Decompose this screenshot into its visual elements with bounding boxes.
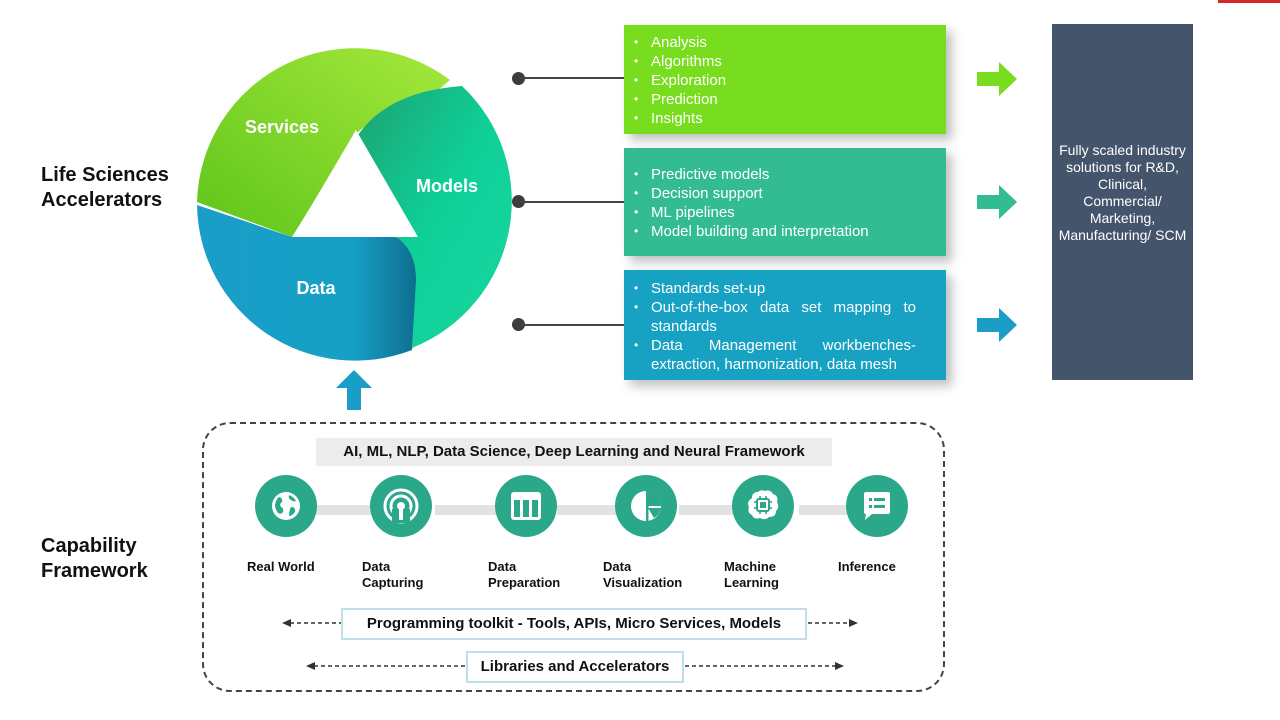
box1-item: Analysis xyxy=(624,33,946,52)
capability-container xyxy=(202,422,945,692)
accent-bar xyxy=(1218,0,1280,3)
framework-label: AI, ML, NLP, Data Science, Deep Learning… xyxy=(316,438,832,466)
box1-item: Insights xyxy=(624,109,946,128)
box2-item: ML pipelines xyxy=(624,203,946,222)
step-machine-learning xyxy=(732,475,794,537)
connector-line-2 xyxy=(520,201,624,203)
globe-icon xyxy=(272,492,300,520)
step-label: Real World xyxy=(247,559,315,574)
connector-dot-1 xyxy=(512,72,525,85)
accelerators-title-line2: Accelerators xyxy=(41,189,163,211)
box-models: Predictive models Decision support ML pi… xyxy=(624,148,946,256)
box2-item: Decision support xyxy=(624,184,946,203)
connector-line-3 xyxy=(520,324,624,326)
broadcast-icon xyxy=(383,488,419,524)
box3-item: Out-of-the-box data set mapping to stand… xyxy=(624,298,916,336)
up-arrow-icon xyxy=(336,370,372,410)
accelerator-ring xyxy=(197,48,512,361)
box2-item: Predictive models xyxy=(624,165,946,184)
step-label: Machine Learning xyxy=(724,559,779,590)
box1-item: Prediction xyxy=(624,90,946,109)
connector-line-1 xyxy=(520,77,624,79)
right-arrow-icon xyxy=(977,185,1017,219)
accelerators-title-line1: Life Sciences xyxy=(41,164,169,186)
solutions-text: Fully scaled industry solutions for R&D,… xyxy=(1058,142,1187,243)
step-label: Data Preparation xyxy=(488,559,561,590)
ring-label-data: Data xyxy=(296,278,336,298)
box1-item: Exploration xyxy=(624,71,946,90)
toolkit-label: Programming toolkit - Tools, APIs, Micro… xyxy=(341,608,807,640)
chat-list-icon xyxy=(864,492,890,520)
box1-item: Algorithms xyxy=(624,52,946,71)
ring-segment-models xyxy=(352,86,512,348)
step-label: Data Capturing xyxy=(362,559,424,590)
ring-segment-services xyxy=(197,48,450,237)
ring-segment-data xyxy=(197,205,419,361)
box-insights: Analysis Algorithms Exploration Predicti… xyxy=(624,25,946,134)
solutions-panel: Fully scaled industry solutions for R&D,… xyxy=(1052,24,1193,380)
ring-label-models: Models xyxy=(415,176,478,196)
step-inference xyxy=(846,475,908,537)
pie-chart-icon xyxy=(631,490,662,522)
step-label: Data Visualization xyxy=(603,559,683,590)
libraries-label: Libraries and Accelerators xyxy=(466,651,684,683)
right-arrow-icon xyxy=(977,62,1017,96)
ring-label-services: Services xyxy=(244,117,320,137)
brain-chip-icon xyxy=(748,490,779,520)
connector-dot-2 xyxy=(512,195,525,208)
accelerators-title: Life Sciences Accelerators xyxy=(41,163,169,213)
table-icon xyxy=(511,492,541,520)
box-data: Standards set-up Out-of-the-box data set… xyxy=(624,270,946,380)
step-label: Inference xyxy=(838,559,896,574)
connector-dot-3 xyxy=(512,318,525,331)
capability-title: Capability Framework xyxy=(41,534,148,584)
step-data-preparation xyxy=(495,475,557,537)
ring-center-triangle xyxy=(293,130,418,237)
capability-title-line2: Framework xyxy=(41,560,148,582)
box3-item: Data Management workbenches- extraction,… xyxy=(624,336,916,374)
box2-item: Model building and interpretation xyxy=(624,222,946,241)
step-data-visualization xyxy=(615,475,677,537)
capability-title-line1: Capability xyxy=(41,535,137,557)
right-arrow-icon xyxy=(977,308,1017,342)
box3-item: Standards set-up xyxy=(624,279,916,298)
step-data-capturing xyxy=(370,475,432,537)
step-real-world xyxy=(255,475,317,537)
